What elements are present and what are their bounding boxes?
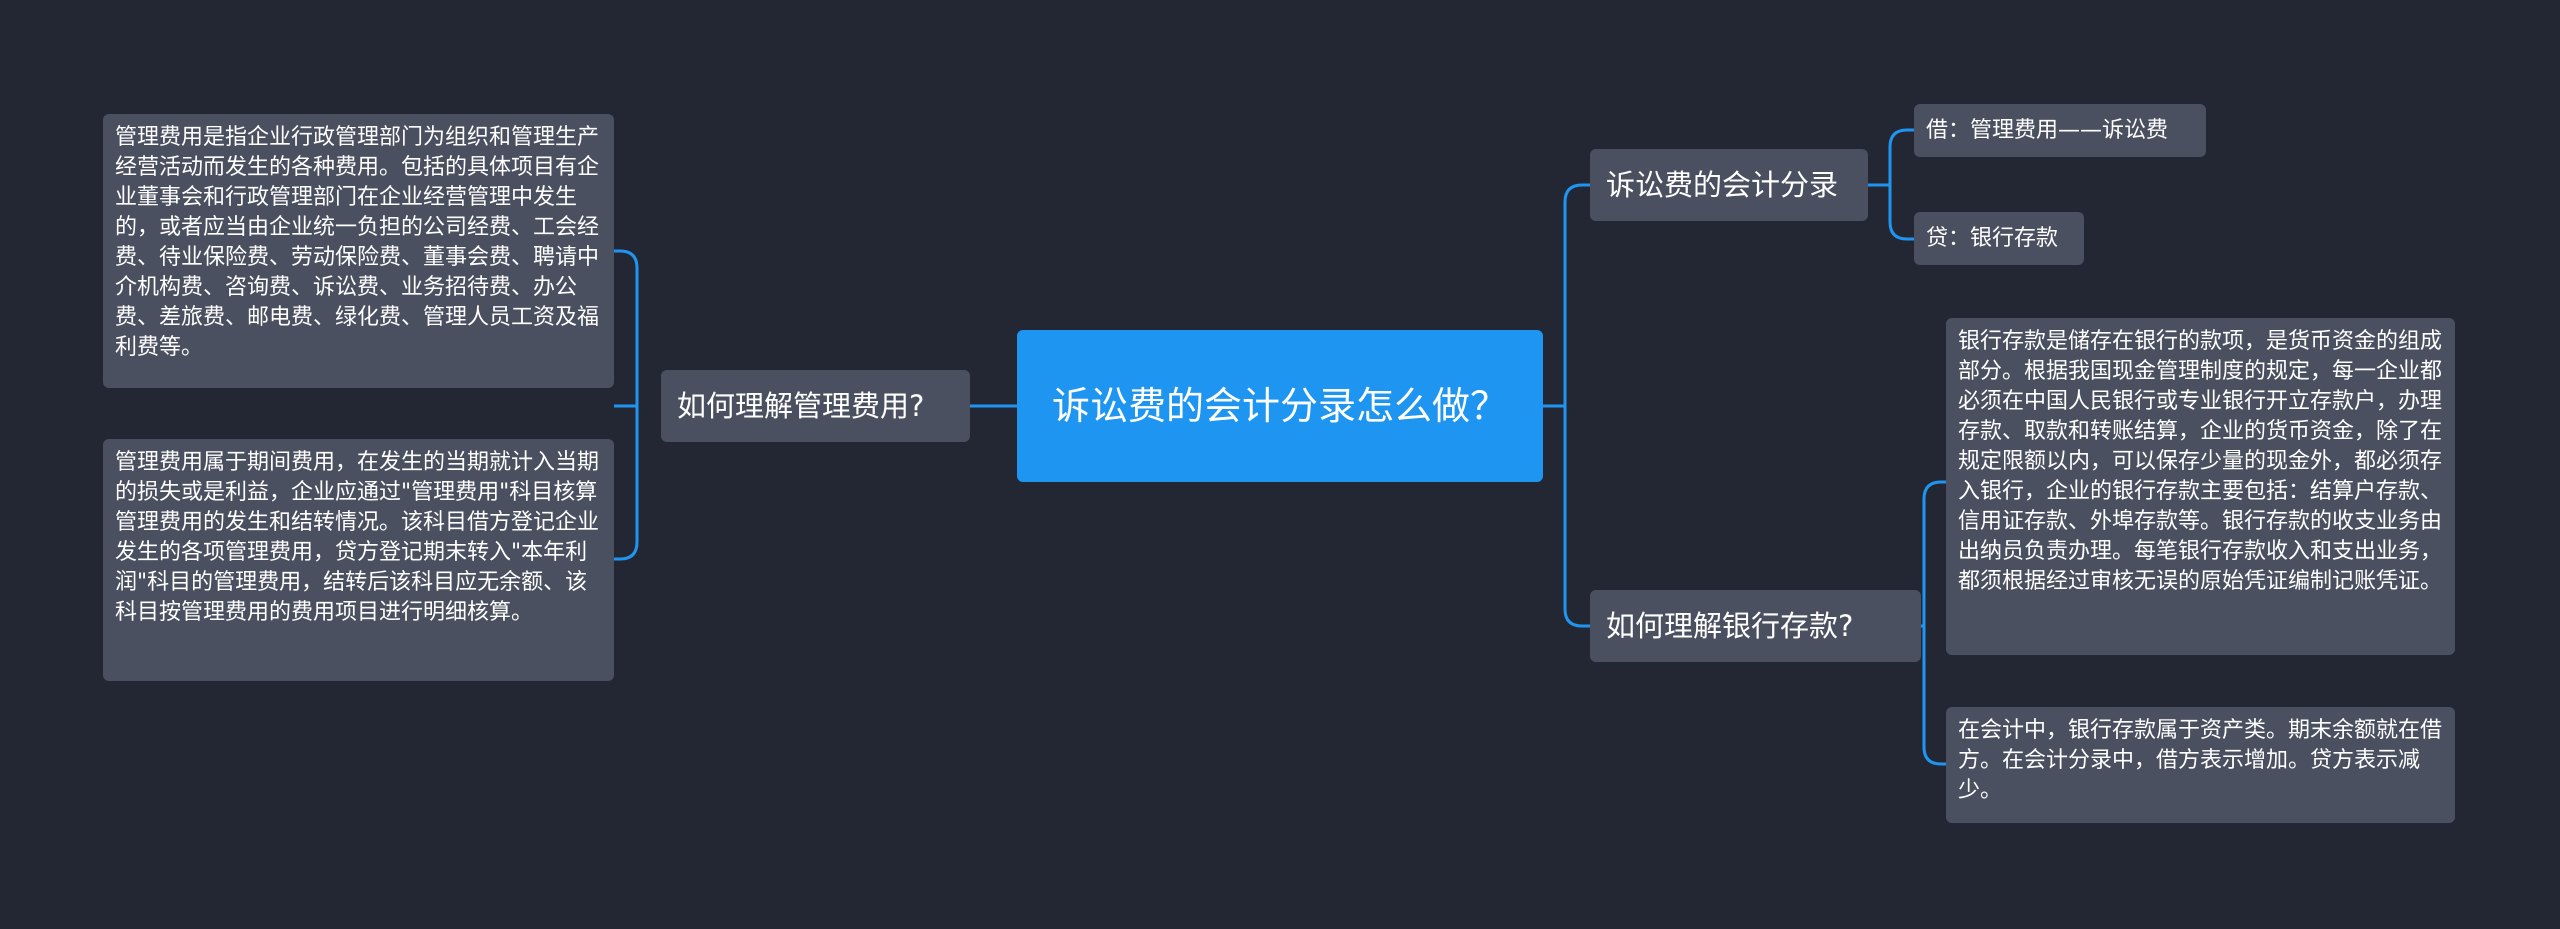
leaf-admin-expense-definition[interactable]: 管理费用是指企业行政管理部门为组织和管理生产经营活动而发生的各种费用。包括的具体…	[103, 114, 614, 388]
leaf-bank-deposit-asset-text: 在会计中，银行存款属于资产类。期末余额就在借方。在会计分录中，借方表示增加。贷方…	[1958, 718, 2443, 803]
connector-admin-to-leaf-1	[614, 249, 639, 408]
leaf-debit-entry-text: 借：管理费用——诉讼费	[1926, 117, 2169, 143]
leaf-credit-entry[interactable]: 贷：银行存款	[1914, 212, 2084, 265]
root-node[interactable]: 诉讼费的会计分录怎么做？	[1017, 330, 1543, 482]
branch-admin-expense[interactable]: 如何理解管理费用?	[661, 370, 970, 442]
branch-bank-deposit-label: 如何理解银行存款?	[1606, 609, 1854, 643]
branch-accounting-entry-label: 诉讼费的会计分录	[1606, 168, 1839, 202]
connector-admin-to-leaf-2	[614, 404, 639, 561]
leaf-debit-entry[interactable]: 借：管理费用——诉讼费	[1914, 104, 2206, 157]
connector-accounting-to-leaf-2	[1868, 183, 1914, 241]
connector-root-to-bank-deposit	[1563, 406, 1590, 628]
branch-bank-deposit[interactable]: 如何理解银行存款?	[1590, 590, 1921, 662]
leaf-bank-deposit-definition-text: 银行存款是储存在银行的款项，是货币资金的组成部分。根据我国现金管理制度的规定，每…	[1958, 329, 2443, 594]
connector-root-to-accounting-entry	[1563, 183, 1590, 406]
connector-bank-to-leaf-1	[1921, 480, 1946, 628]
branch-admin-expense-label: 如何理解管理费用?	[677, 389, 925, 423]
branch-accounting-entry[interactable]: 诉讼费的会计分录	[1590, 149, 1868, 221]
root-title: 诉讼费的会计分录怎么做？	[1051, 384, 1508, 428]
leaf-admin-expense-period-text: 管理费用属于期间费用，在发生的当期就计入当期的损失或是利益，企业应通过"管理费用…	[115, 450, 600, 625]
leaf-admin-expense-definition-text: 管理费用是指企业行政管理部门为组织和管理生产经营活动而发生的各种费用。包括的具体…	[115, 125, 600, 360]
connector-accounting-to-leaf-1	[1868, 128, 1914, 187]
leaf-credit-entry-text: 贷：银行存款	[1926, 225, 2059, 251]
leaf-bank-deposit-definition[interactable]: 银行存款是储存在银行的款项，是货币资金的组成部分。根据我国现金管理制度的规定，每…	[1946, 318, 2455, 655]
leaf-bank-deposit-asset[interactable]: 在会计中，银行存款属于资产类。期末余额就在借方。在会计分录中，借方表示增加。贷方…	[1946, 707, 2455, 823]
connector-bank-to-leaf-2	[1921, 624, 1946, 766]
leaf-admin-expense-period[interactable]: 管理费用属于期间费用，在发生的当期就计入当期的损失或是利益，企业应通过"管理费用…	[103, 439, 614, 681]
